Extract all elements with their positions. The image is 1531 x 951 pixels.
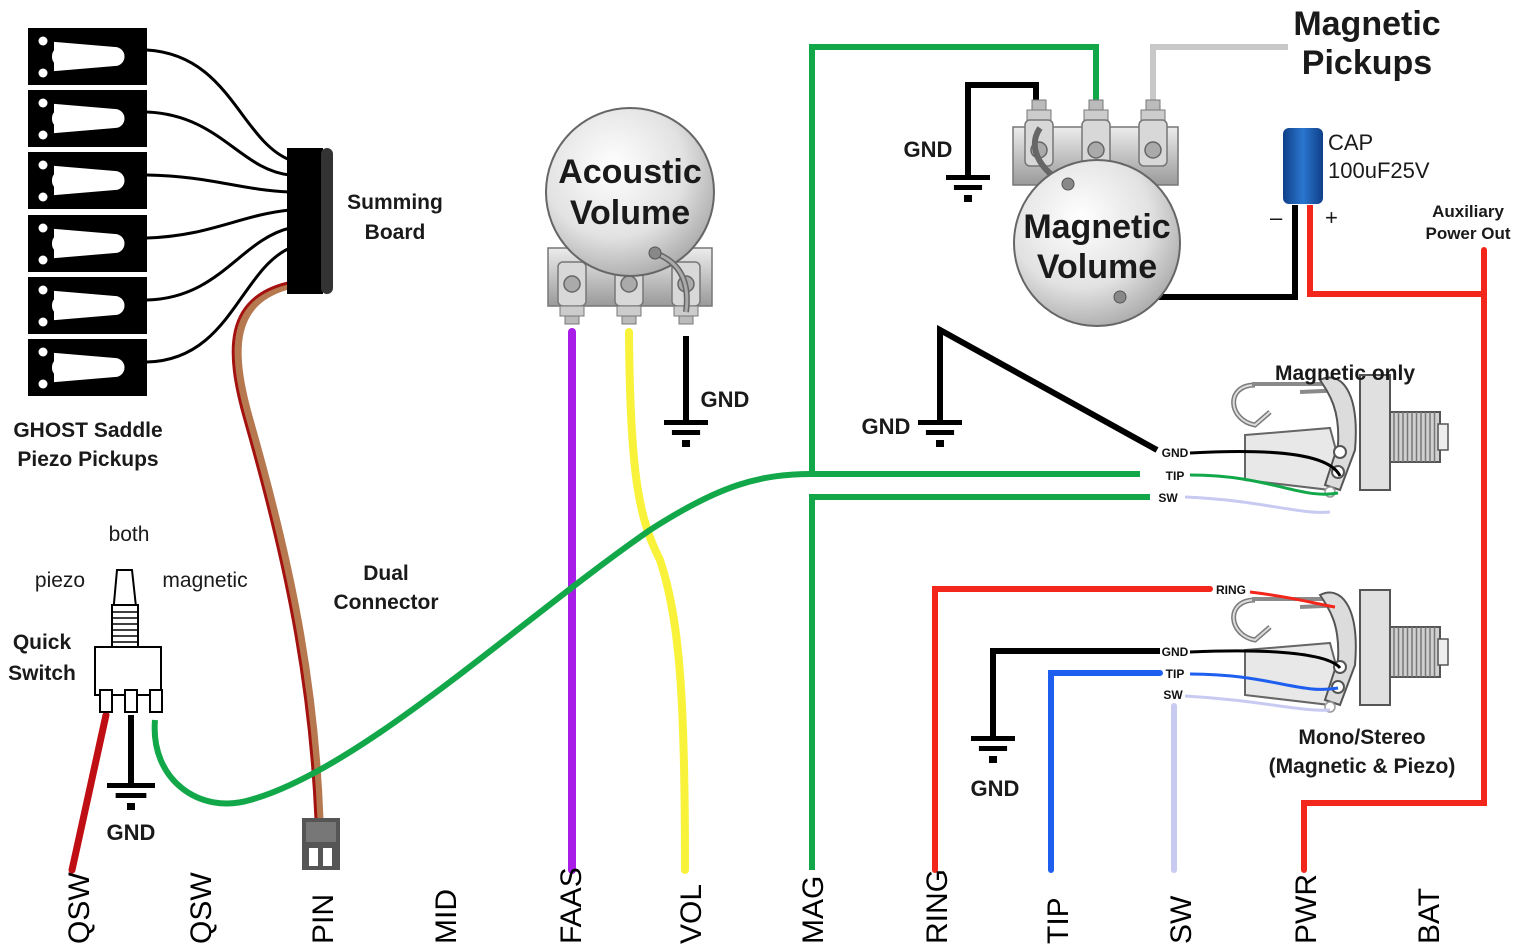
quick-switch-green-cable	[151, 471, 1140, 807]
switch-both-label: both	[109, 523, 150, 546]
ghost-label-2: Piezo Pickups	[17, 448, 158, 471]
bottom-pin-labels: QSW QSW PIN MID FAAS VOL MAG RING TIP SW PWR BAT	[63, 867, 1446, 944]
magnetic-pickups-label: Magnetic	[1293, 5, 1440, 43]
quick-switch-label: Quick	[13, 631, 72, 654]
switch-piezo-label: piezo	[35, 569, 85, 592]
piezo-saddle	[28, 90, 147, 147]
magnetic-pickups-label-2: Pickups	[1302, 44, 1432, 82]
piezo-saddle	[28, 277, 147, 334]
acoustic-volume-label-2: Volume	[570, 194, 690, 232]
summing-board-label-2: Board	[365, 221, 426, 244]
ground-symbol	[971, 736, 1015, 763]
ring-wire	[932, 586, 1213, 873]
ground-symbol	[918, 420, 962, 447]
switch-magnetic-label: magnetic	[162, 569, 247, 592]
ghost-piezo-pickups	[28, 28, 147, 396]
vol-wire	[625, 328, 689, 874]
magnetic-volume-label: Magnetic	[1023, 208, 1170, 246]
cap-negative-lead	[1120, 205, 1298, 300]
cap-value-label: 100uF25V	[1328, 158, 1430, 183]
gnd-label-jack2: GND	[971, 776, 1020, 801]
capacitor	[1283, 128, 1323, 204]
text-labels: Magnetic Pickups Summing Board GHOST Sad…	[8, 5, 1511, 845]
pin-label-mid: MID	[430, 889, 463, 944]
pin-label-mag: MAG	[797, 876, 830, 944]
pin-label-pin: PIN	[307, 894, 340, 944]
magnetic-volume-pot	[1012, 99, 1181, 327]
jack2-term-sw: SW	[1163, 688, 1183, 702]
gnd-label-magnetic: GND	[904, 137, 953, 162]
mag-pickup-wire	[809, 44, 1099, 474]
jack1-term-sw: SW	[1158, 491, 1178, 505]
cap-minus-label: –	[1270, 205, 1283, 230]
magnetic-only-label: Magnetic only	[1275, 362, 1415, 385]
jack1-term-gnd: GND	[1162, 446, 1189, 460]
ground-symbols	[107, 175, 1015, 810]
pot-lug	[557, 261, 587, 325]
pin-label-vol: VOL	[675, 884, 708, 944]
pin-label-faas: FAAS	[555, 867, 588, 944]
jack2-term-ring: RING	[1216, 583, 1246, 597]
pin-label-qsw: QSW	[63, 872, 96, 944]
dual-connector-label-2: Connector	[334, 591, 439, 614]
pin-label-sw: SW	[1165, 895, 1198, 944]
mag-wire	[809, 494, 1150, 870]
pot-lug	[1081, 99, 1111, 167]
wires	[68, 44, 1487, 874]
jack1-term-tip: TIP	[1166, 469, 1185, 483]
mono-stereo-label: Mono/Stereo	[1298, 726, 1425, 749]
quick-switch-label-2: Switch	[8, 662, 76, 685]
ground-symbol	[107, 783, 155, 810]
pin-label-qsw: QSW	[185, 872, 218, 944]
aux-label: Auxiliary	[1432, 202, 1504, 221]
pot-lug	[1138, 99, 1168, 167]
summing-board	[287, 148, 333, 294]
piezo-saddle	[28, 152, 147, 209]
dual-connector-label: Dual	[363, 562, 409, 585]
jack-mono-stereo	[1184, 589, 1449, 713]
magnetic-gnd-wire	[965, 82, 1039, 175]
gnd-label-acoustic: GND	[701, 387, 750, 412]
dual-connector	[302, 818, 340, 870]
gray-pickup-wire	[1150, 44, 1288, 100]
acoustic-volume-label: Acoustic	[558, 153, 702, 191]
ground-symbol	[664, 420, 708, 447]
jack2-terminal-labels: RING GND TIP SW	[1162, 583, 1246, 702]
qsw-red-wire	[68, 711, 110, 874]
summing-board-label: Summing	[347, 191, 443, 214]
gnd-label-switch: GND	[107, 820, 156, 845]
dual-connector-cable	[234, 281, 324, 821]
piezo-saddle	[28, 339, 147, 396]
pwr-wire	[1301, 247, 1487, 873]
tip-wire	[1048, 670, 1163, 873]
cap-plus-label: +	[1325, 205, 1338, 230]
aux-label-2: Power Out	[1425, 224, 1510, 243]
piezo-saddle	[28, 28, 147, 85]
mono-stereo-label-2: (Magnetic & Piezo)	[1269, 755, 1456, 778]
pin-label-pwr: PWR	[1290, 874, 1323, 944]
jack2-term-gnd: GND	[1162, 645, 1189, 659]
gnd-label-jack1: GND	[862, 414, 911, 439]
quick-switch	[94, 569, 163, 713]
cap-label: CAP	[1328, 130, 1373, 155]
jack2-gnd-wire	[990, 648, 1160, 738]
ground-symbol	[946, 175, 990, 202]
pin-label-ring: RING	[921, 869, 954, 944]
pin-label-bat: BAT	[1413, 888, 1446, 944]
pin-label-tip: TIP	[1042, 897, 1075, 944]
cap-positive-lead	[1307, 205, 1484, 297]
jack1-terminal-labels: GND TIP SW	[1158, 446, 1188, 505]
jack-magnetic-only	[1184, 374, 1449, 514]
ghost-label: GHOST Saddle	[13, 419, 162, 442]
piezo-wires	[146, 48, 291, 364]
dual-connector-cable-red	[231, 281, 318, 821]
piezo-saddle	[28, 215, 147, 272]
magnetic-only-gnd-wire	[937, 324, 1159, 453]
magnetic-volume-label-2: Volume	[1037, 248, 1157, 286]
jack2-term-tip: TIP	[1166, 667, 1185, 681]
acoustic-volume-pot	[545, 107, 715, 325]
